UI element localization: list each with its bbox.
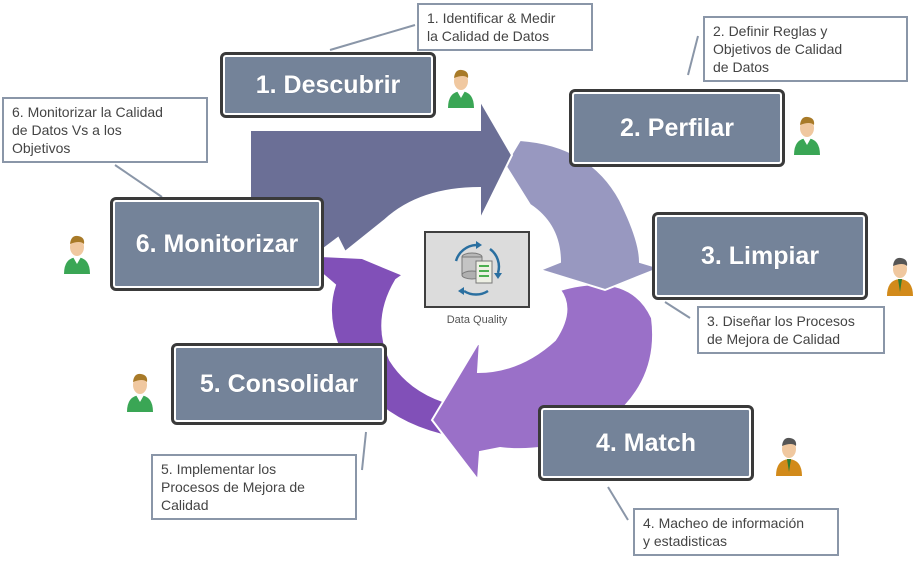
arrow-segment-right	[503, 138, 664, 292]
connector-line-3	[664, 301, 691, 319]
note-consolidar: 5. Implementar los Procesos de Mejora de…	[151, 454, 357, 520]
person-icon-monitorizar	[64, 235, 90, 274]
connector-line-5	[361, 431, 367, 471]
note-match: 4. Macheo de información y estadisticas	[633, 508, 839, 556]
stage-descubrir: 1. Descubrir	[220, 52, 436, 118]
connector-line-4	[607, 486, 629, 521]
data-quality-box	[424, 231, 530, 308]
stage-perfilar: 2. Perfilar	[569, 89, 785, 167]
stage-consolidar: 5. Consolidar	[171, 343, 387, 425]
person-icon-limpiar	[887, 257, 913, 296]
stage-match: 4. Match	[538, 405, 754, 481]
person-icon-match	[776, 437, 802, 476]
connector-line-1	[329, 24, 416, 51]
data-quality-icon	[454, 241, 502, 296]
note-descubrir: 1. Identificar & Medir la Calidad de Dat…	[417, 3, 593, 51]
note-perfilar: 2. Definir Reglas y Objetivos de Calidad…	[703, 16, 908, 82]
note-limpiar: 3. Diseñar los Procesos de Mejora de Cal…	[697, 306, 885, 354]
person-icon-consolidar	[127, 373, 153, 412]
connector-line-6	[114, 164, 163, 198]
data-quality-label: Data Quality	[446, 314, 508, 326]
note-monitorizar: 6. Monitorizar la Calidad de Datos Vs a …	[2, 97, 208, 163]
connector-line-2	[687, 35, 699, 76]
stage-monitorizar: 6. Monitorizar	[110, 197, 324, 291]
person-icon-descubrir	[448, 69, 474, 108]
stage-limpiar: 3. Limpiar	[652, 212, 868, 300]
person-icon-perfilar	[794, 116, 820, 155]
